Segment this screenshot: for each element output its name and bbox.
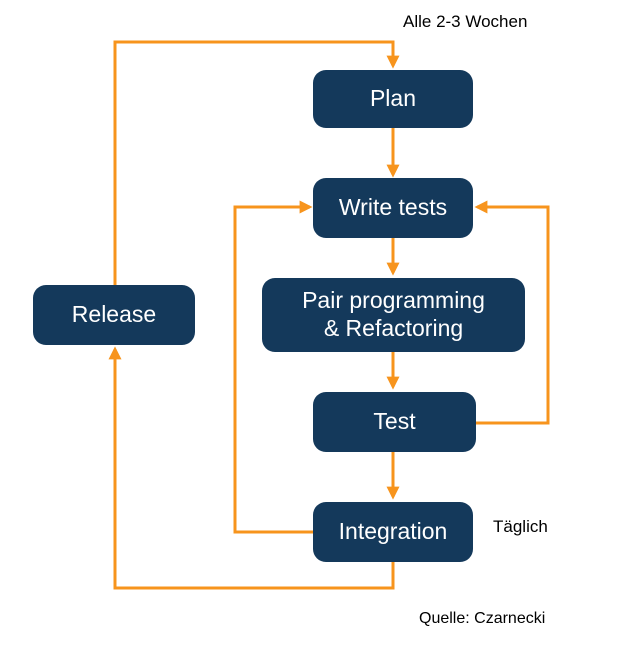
flow-node-plan: Plan [313, 70, 473, 128]
flow-node-pair-programming-label-line1: Pair programming [302, 287, 485, 314]
daily-cycle-label: Täglich [493, 517, 548, 536]
flow-node-test-label: Test [373, 408, 416, 435]
flow-node-integration-label: Integration [338, 518, 448, 545]
flow-node-test: Test [313, 392, 476, 452]
flow-node-plan-label: Plan [369, 85, 417, 112]
source-credit-label: Quelle: Czarnecki [419, 610, 546, 627]
cycle-duration-label: Alle 2-3 Wochen [403, 12, 528, 31]
flow-node-write-tests-label: Write tests [338, 194, 448, 221]
flow-node-pair-programming: Pair programming & Refactoring [262, 278, 525, 352]
flow-node-write-tests: Write tests [313, 178, 473, 238]
flow-node-pair-programming-label-line2: & Refactoring [323, 315, 464, 341]
flow-node-release: Release [33, 285, 195, 345]
flow-node-release-label: Release [71, 301, 157, 328]
arrow-test-loop-to-write-tests [474, 200, 550, 425]
arrow-integration-loop-to-write-tests [233, 200, 313, 534]
flow-node-integration: Integration [313, 502, 473, 562]
arrow-release-to-plan [113, 40, 400, 285]
arrow-integration-to-release [108, 346, 395, 590]
